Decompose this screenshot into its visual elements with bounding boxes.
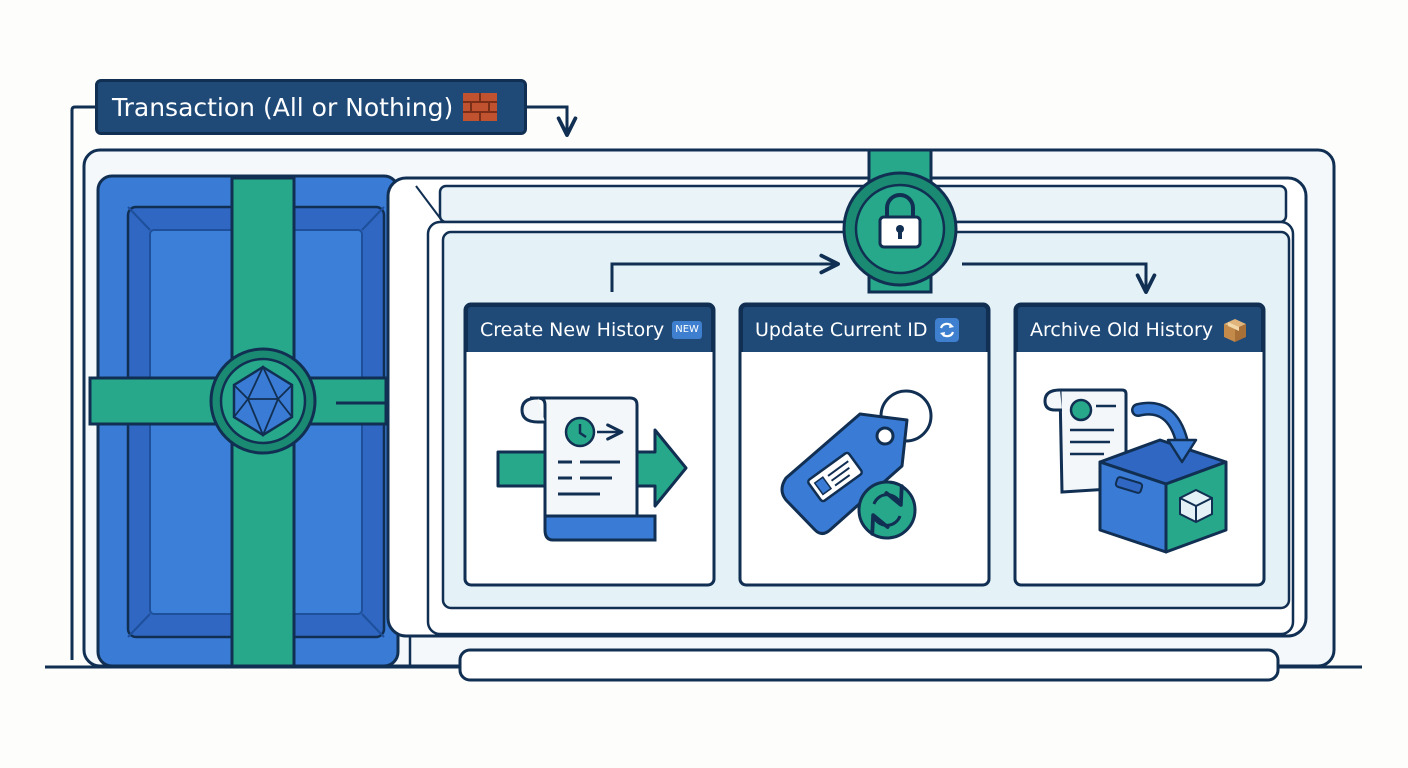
package-icon xyxy=(1224,318,1247,342)
refresh-icon xyxy=(935,317,960,342)
bottom-tray xyxy=(458,648,1280,682)
new-badge-icon: NEW xyxy=(672,320,702,339)
archive-box-icon xyxy=(1043,388,1228,554)
transaction-title: Transaction (All or Nothing) xyxy=(112,92,454,122)
step-header-update: Update Current ID xyxy=(740,304,989,352)
title-connector-arrow xyxy=(527,105,578,137)
step-label-update: Update Current ID xyxy=(755,318,928,341)
transaction-title-badge: Transaction (All or Nothing) xyxy=(95,79,527,135)
frame-bevel xyxy=(415,185,447,227)
history-scroll-icon xyxy=(496,396,688,542)
flow-arrow-to-lock xyxy=(610,253,840,292)
left-rail xyxy=(70,105,95,660)
step-header-create: Create New History NEW xyxy=(465,304,714,352)
lock-seal-icon xyxy=(842,148,958,294)
gem-seal-icon xyxy=(209,347,317,455)
id-tag-icon xyxy=(780,389,933,540)
flow-arrow-from-lock xyxy=(962,262,1157,294)
brick-wall-icon xyxy=(463,93,498,121)
step-label-create: Create New History xyxy=(480,318,665,341)
step-header-archive: Archive Old History xyxy=(1015,304,1264,352)
step-label-archive: Archive Old History xyxy=(1030,318,1214,341)
